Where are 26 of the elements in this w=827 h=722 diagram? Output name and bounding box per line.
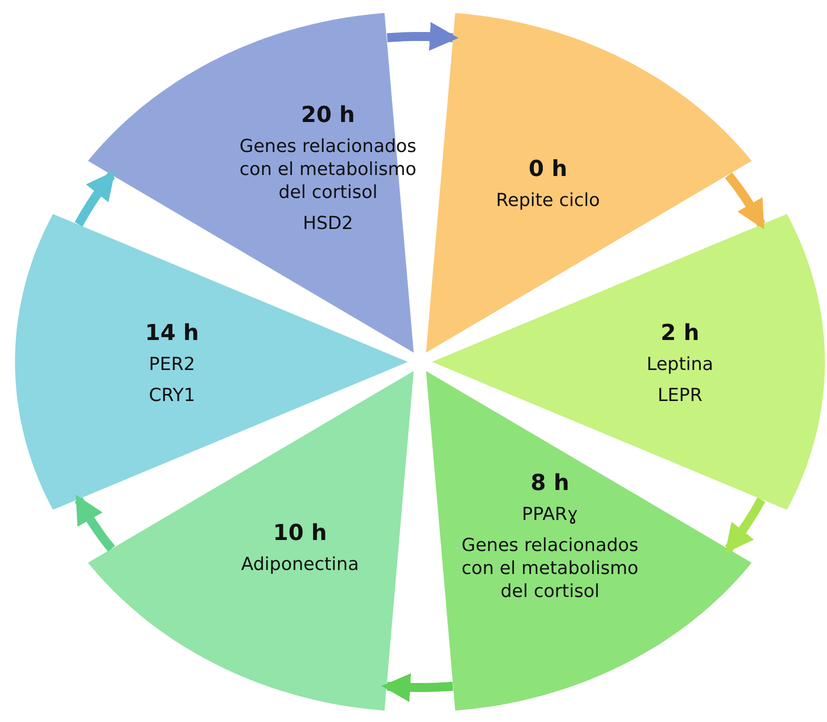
time-label: 20 h bbox=[300, 104, 356, 127]
gene-label: Leptina bbox=[646, 352, 714, 376]
cycle-segment bbox=[88, 371, 414, 711]
cycle-arrow bbox=[381, 673, 454, 702]
time-label: 8 h bbox=[530, 472, 570, 495]
cycle-segment bbox=[15, 214, 408, 510]
cycle-segment bbox=[426, 13, 752, 353]
cycle-arrow bbox=[724, 497, 766, 554]
cycle-arrow bbox=[74, 494, 116, 552]
gene-label: Genes relacionados con el metabolismo del cortisol bbox=[460, 534, 640, 603]
time-label: 14 h bbox=[144, 322, 200, 345]
time-label: 2 h bbox=[660, 322, 700, 345]
time-label: 0 h bbox=[528, 158, 568, 181]
cycle-arrow bbox=[74, 170, 116, 227]
gene-label: Genes relacionados con el metabolismo del cortisol bbox=[238, 134, 418, 204]
gene-label: CRY1 bbox=[148, 384, 196, 407]
gene-label: LEPR bbox=[656, 384, 704, 407]
time-label: 10 h bbox=[272, 522, 328, 545]
gene-label: Repite ciclo bbox=[495, 188, 601, 212]
gene-label: PER2 bbox=[148, 352, 196, 376]
cycle-segment bbox=[88, 13, 414, 353]
cycle-arrow bbox=[724, 172, 766, 230]
gene-label: PPARɣ bbox=[520, 502, 580, 526]
gene-label: Adiponectina bbox=[240, 552, 360, 576]
cycle-arrow bbox=[386, 22, 459, 51]
gene-label: HSD2 bbox=[302, 212, 354, 235]
